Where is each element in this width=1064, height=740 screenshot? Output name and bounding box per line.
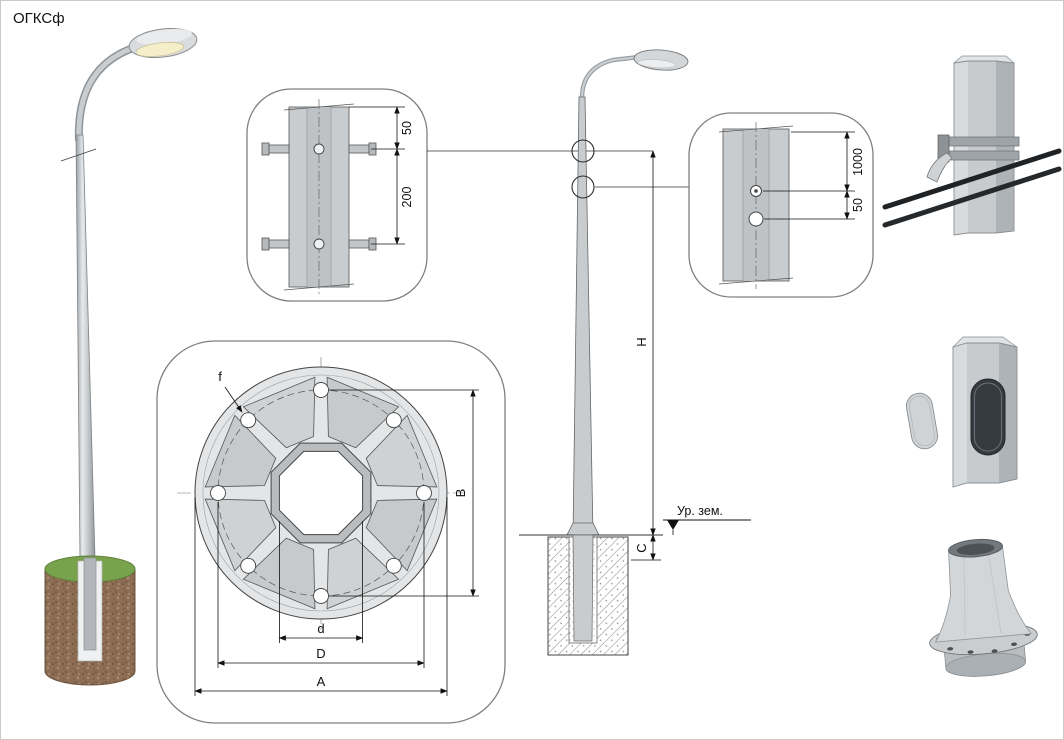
detail-side-mount: 1000 50 <box>688 112 874 298</box>
embedded-pole-section <box>572 534 594 642</box>
ground-level-label: Ур. зем. <box>677 504 723 518</box>
page-title: ОГКСф <box>13 10 65 27</box>
clamp-band-lower <box>948 150 1020 161</box>
elevation-lamp <box>633 49 689 71</box>
dim-A: A <box>194 497 448 696</box>
break-mark <box>60 148 97 162</box>
lamp-head-3d <box>128 27 198 59</box>
ground-level-mark: Ур. зем. <box>663 504 751 535</box>
elevation-pole-base-flare <box>566 522 600 536</box>
dim-label-50: 50 <box>400 121 414 135</box>
foundation-3d <box>44 555 136 686</box>
side-mount-hole-lower <box>748 211 764 227</box>
dim-50-side: 50 <box>764 190 865 220</box>
door-opening <box>970 378 1006 456</box>
dim-label-f: f <box>218 369 222 384</box>
break-line-bottom <box>283 283 355 291</box>
cable-line-2 <box>882 166 1062 228</box>
pole-elevation: H Ур. зем. C <box>519 49 751 656</box>
dim-label-d: d <box>317 621 324 636</box>
pole-shaft-3d <box>75 134 96 560</box>
dim-H: H <box>634 150 656 536</box>
cable-line-1 <box>882 148 1062 210</box>
door-panel <box>905 392 939 450</box>
callout-marker-lower <box>571 175 595 199</box>
dim-1000: 1000 <box>763 131 865 192</box>
dim-label-1000: 1000 <box>851 148 865 176</box>
elevation-pole-shaft <box>572 96 594 536</box>
dim-label-C: C <box>634 543 649 552</box>
dim-200-top-mount: 200 <box>394 148 414 245</box>
pole-3d-render <box>44 27 198 686</box>
dim-label-50-side: 50 <box>851 198 865 212</box>
dim-label-H: H <box>634 337 649 346</box>
foundation-section <box>547 534 629 656</box>
access-door-3d <box>905 336 1018 488</box>
clamp-band-upper <box>948 136 1020 147</box>
dim-label-A: A <box>317 674 326 689</box>
dim-C: C <box>631 534 661 561</box>
dim-d: d <box>278 521 364 643</box>
dim-B: B <box>329 389 479 597</box>
break-line-top <box>283 103 355 111</box>
break-line-bottom <box>718 277 794 285</box>
bolt-pair-lower <box>261 237 377 251</box>
flange-bolt-holes <box>210 382 432 604</box>
embedded-pole <box>83 557 97 651</box>
bolt-pair-upper <box>261 142 377 156</box>
lamp-lens <box>135 41 184 57</box>
flange-octagon-hole <box>278 450 364 536</box>
dim-label-200: 200 <box>400 187 414 208</box>
detail-top-mount: 50 200 <box>246 88 428 302</box>
dim-D: D <box>217 502 425 668</box>
detail-flange-plan: f B d D A <box>156 340 506 724</box>
break-line-top <box>718 125 794 133</box>
base-cone <box>934 545 1032 643</box>
dim-f: f <box>218 369 243 413</box>
flange-base-3d <box>929 538 1038 677</box>
suspension-clamp <box>926 152 953 183</box>
callout-marker-upper <box>571 139 595 163</box>
dim-label-B: B <box>453 489 468 498</box>
cable-clamp-3d <box>882 55 1062 236</box>
pole-section-3d <box>953 60 1015 236</box>
elevation-arm <box>579 54 640 99</box>
dim-label-D: D <box>316 646 325 661</box>
